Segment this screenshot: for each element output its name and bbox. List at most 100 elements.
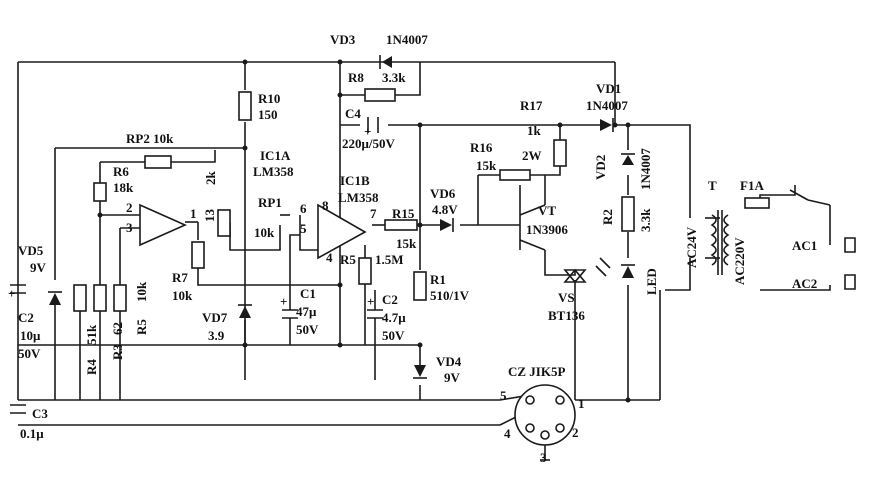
label-r1-val: 510/1V [430, 288, 470, 303]
resistor-r2 [621, 196, 635, 232]
diode-vd6 [440, 218, 454, 232]
label-r10: R10 [258, 91, 280, 106]
ac2-plug [844, 274, 856, 290]
label-vd6-val: 4.8V [432, 202, 458, 217]
label-vs-type: BT136 [548, 308, 585, 323]
capacitor-c2-right [367, 309, 383, 319]
label-c2: C2 [18, 310, 34, 325]
capacitor-c1 [282, 309, 298, 319]
socket-cz [514, 384, 576, 446]
label-r17: R17 [520, 98, 543, 113]
label-pin3: 3 [540, 450, 547, 465]
label-plus-c1: + [280, 294, 287, 309]
label-op-pin8: 8 [322, 198, 329, 213]
label-r5-left-val: 10k [134, 281, 149, 302]
resistor-r8 [364, 88, 396, 102]
label-plus-c2: + [8, 286, 15, 301]
label-c4: C4 [345, 106, 361, 121]
label-pin2: 2 [572, 425, 579, 440]
capacitor-c3 [10, 404, 26, 414]
label-r5: R5 [340, 252, 356, 267]
label-c3-val: 0.1μ [20, 426, 44, 441]
label-ic1a-type: LM358 [253, 164, 294, 179]
label-c1: C1 [300, 286, 316, 301]
resistor-r15 [384, 219, 418, 231]
label-ac24v: AC24V [684, 226, 699, 268]
capacitor-c2-left [10, 284, 26, 294]
label-r7: R7 [172, 270, 188, 285]
label-op-pin2: 2 [126, 200, 133, 215]
label-rp1: RP1 [258, 195, 282, 210]
opamp-ic1a [139, 203, 187, 247]
label-vd6: VD6 [430, 186, 456, 201]
label-led: LED [644, 268, 659, 295]
label-c2b: C2 [382, 292, 398, 307]
label-pin1: 1 [578, 396, 585, 411]
label-rp2-2k: 2k [203, 171, 218, 186]
junction-dots [97, 59, 631, 403]
label-plus-c2b: + [367, 294, 374, 309]
label-vd4-val: 9V [444, 370, 461, 385]
resistor-r16 [499, 169, 531, 181]
fuse-f1a [744, 197, 770, 209]
label-vd7-val: 3.9 [208, 328, 225, 343]
label-t: T [708, 178, 717, 193]
label-ic1b-type: LM358 [338, 190, 379, 205]
label-vt: VT [538, 203, 556, 218]
label-r5-val: 1.5M [375, 252, 404, 267]
label-op-pin3: 3 [126, 220, 133, 235]
label-vd4: VD4 [436, 354, 462, 369]
label-r5-left: R5 [134, 319, 149, 335]
label-vd5-val: 9V [30, 260, 47, 275]
diode-vd2 [621, 153, 635, 165]
label-ac220v: AC220V [732, 237, 747, 285]
label-r6-val: 18k [113, 180, 134, 195]
label-ic1b: IC1B [340, 173, 370, 188]
label-r16: R16 [470, 140, 493, 155]
led [595, 257, 635, 278]
label-vd7: VD7 [202, 310, 228, 325]
label-ic1a: IC1A [260, 148, 291, 163]
diode-vd7 [238, 304, 252, 318]
label-op-pin5: 5 [300, 221, 307, 236]
diode-vd3 [379, 55, 392, 69]
label-vd3: VD3 [330, 32, 356, 47]
label-c4-val: 220μ/50V [342, 136, 395, 151]
label-r8: R8 [348, 70, 364, 85]
label-r13: 13 [202, 209, 217, 223]
label-c2-val1: 10μ [20, 328, 41, 343]
label-op-pin4: 4 [326, 250, 333, 265]
label-r17-w: 2W [522, 148, 542, 163]
label-op-pin1: 1 [190, 206, 197, 221]
label-r4: R4 [84, 359, 99, 375]
label-vd2-type: 1N4007 [638, 148, 653, 190]
potentiometer-rp2 [144, 155, 172, 169]
label-vs: VS [558, 290, 575, 305]
label-r6: R6 [113, 164, 129, 179]
resistor-r3 [93, 284, 107, 312]
label-vd1-type: 1N4007 [586, 98, 628, 113]
label-vt-type: 1N3906 [526, 222, 568, 237]
label-ac1: AC1 [792, 238, 817, 253]
label-r15-val: 15k [396, 236, 417, 251]
resistor-r6 [93, 182, 107, 202]
ac1-plug [844, 237, 856, 253]
opamp-ic1b [317, 203, 367, 260]
label-c2b-val1: 4.7μ [382, 310, 406, 325]
component-labels: VD3 1N4007 R8 3.3k R10 150 C4 220μ/50V V… [8, 32, 817, 465]
label-vd1: VD1 [596, 81, 621, 96]
label-r4-val: 51k [84, 324, 99, 345]
capacitor-c4 [367, 117, 379, 133]
wires [17, 61, 831, 461]
label-vd2: VD2 [593, 155, 608, 180]
label-r17-val: 1k [527, 123, 542, 138]
label-plus-c4: + [364, 124, 371, 139]
label-f1a: F1A [740, 178, 764, 193]
label-r16-val: 15k [476, 158, 497, 173]
diode-vd5 [48, 291, 62, 305]
label-vd5: VD5 [18, 243, 44, 258]
transformer-t [710, 210, 730, 275]
label-vd3-type: 1N4007 [386, 32, 428, 47]
resistor-r5-left [113, 284, 127, 312]
